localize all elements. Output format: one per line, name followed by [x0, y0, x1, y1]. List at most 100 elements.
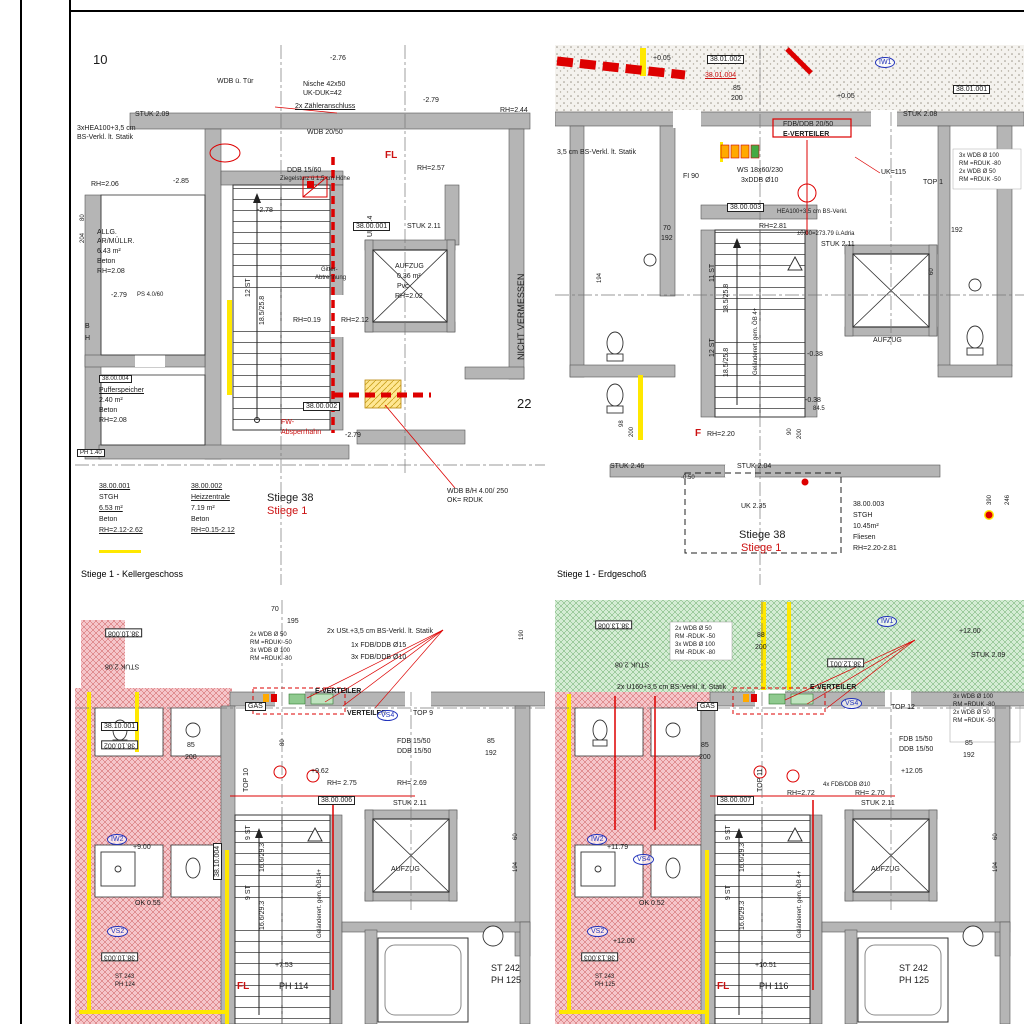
plan-label: RH=2.81: [759, 223, 787, 230]
plan-label: AUFZUG: [873, 337, 902, 344]
plan-label: RH=2.57: [417, 165, 445, 172]
plan-label: OK 0.55: [135, 900, 161, 907]
plan-label: Geländerert. gem. ÖB 4+: [797, 870, 803, 938]
plan-label: 194: [513, 861, 519, 872]
plan-label: Stiege 38: [739, 529, 786, 541]
plan-label: 38.10.002: [101, 740, 139, 750]
plan-label: 390: [987, 494, 993, 505]
plan-label: STUK 2.46: [610, 463, 645, 470]
plan-label: RH=2.08: [99, 417, 127, 424]
plan-label: 60: [513, 833, 519, 840]
plan-label: 90: [787, 428, 793, 435]
plan-label: ±0.00=273.79 ü.Adria: [797, 231, 855, 237]
plan-label: 0.36 m²: [397, 273, 421, 280]
plan-label: Pufferspeicher: [99, 387, 145, 394]
plan-label: -2.76: [330, 55, 346, 62]
plan-label: 38.00.001: [353, 222, 391, 232]
plan-label: TOP 1: [923, 179, 943, 186]
plan-label: 2x U160+3,5 cm BS-Verkl. lt. Statik: [617, 684, 727, 691]
plan-label: +12.05: [901, 768, 923, 775]
plan-label: 200: [731, 95, 743, 102]
plan-label: F: [695, 428, 702, 439]
plan-label: STUK 2.11: [393, 800, 427, 807]
plan-label: WDB B/H 4.00/ 250: [447, 488, 509, 495]
plan-label: 2x WDB Ø 50: [675, 626, 712, 632]
plan-label: STUK 2.09: [135, 111, 170, 118]
plan-label: 38.13.008: [595, 620, 633, 630]
plan-label: 4x FDB/DDB Ø10: [823, 782, 871, 788]
plan-label: 12 ST: [245, 278, 252, 297]
plan-label: -0.38: [807, 351, 823, 358]
plan-label: 9 ST: [245, 885, 252, 900]
plan-label: AUFZUG: [871, 866, 900, 873]
plan-label: DDB 15/50: [899, 746, 934, 753]
plan-label: GAS: [245, 702, 266, 712]
plan-label: VS4: [633, 854, 655, 866]
plan-label: Beton: [97, 258, 116, 265]
plan-label: RH=2.20: [707, 431, 735, 438]
plan-label: 9 ST: [725, 825, 732, 840]
plan-label: RM =RDUK -80: [953, 702, 995, 708]
plan-label: Beton: [191, 516, 210, 523]
plan-label: 3,5 cm BS-Verkl. lt. Statik: [557, 149, 636, 156]
plan-label: AUFZUG: [391, 866, 420, 873]
plan-label: RM -RDUK -50: [675, 634, 716, 640]
plan-label: 85: [487, 738, 495, 745]
plan-label: Abtrennung: [315, 275, 347, 281]
plan-label: 16.6/29.3: [259, 900, 266, 930]
plan-label: AUFZUG: [395, 263, 424, 270]
plan-label: 12 ST: [709, 338, 716, 357]
plan-label: STUK 2.08: [903, 111, 938, 118]
plan-label: FI 90: [683, 173, 699, 180]
plan-label: Heizzentrale: [191, 494, 230, 501]
plan-label: RH=2.02: [395, 293, 423, 300]
plan-label: VS4: [841, 698, 863, 710]
plan-label: H: [85, 335, 91, 342]
plan-label: STGH: [853, 512, 873, 519]
plan-label: 200: [699, 754, 711, 761]
plan-label: Beton: [99, 407, 118, 414]
plan-caption: Stiege 1 - Erdgeschoß: [557, 569, 647, 579]
plan-label: 38.10.003: [101, 952, 139, 962]
fl-marker: FL: [717, 981, 730, 992]
plan-label: 18.5/25.8: [723, 283, 730, 313]
plan-label: 9 ST: [725, 885, 732, 900]
sheet-frame-top: [69, 10, 1024, 12]
plan-label: TOP 12: [891, 704, 915, 711]
plan-label: B: [85, 323, 90, 330]
plan-label: +9.00: [133, 844, 151, 851]
plan-label: OK 0.52: [639, 900, 665, 907]
plan-label: PH 125: [491, 975, 522, 985]
plan-label: Ziegelsturz ü 1,5 cm Höhe: [280, 176, 351, 182]
plan-label: +9.62: [311, 768, 329, 775]
plan-label: 192: [951, 227, 963, 234]
plan-label: RM =RDUK -80: [250, 656, 292, 662]
plan-label: VS4: [377, 710, 399, 722]
plan-label: E-VERTEILER: [783, 131, 830, 138]
plan-label: RH= 2.69: [397, 780, 427, 787]
plan-label: IW2: [107, 834, 128, 846]
plan-label: 38.01.002: [707, 55, 745, 65]
plan-label: OK= RDUK: [447, 497, 483, 504]
plan-label: FDB 15/50: [899, 736, 933, 743]
plan-label: 192: [661, 235, 673, 242]
plan-label: -2.79: [423, 97, 439, 104]
plan-label: WS 18x60/230: [737, 167, 783, 174]
plan-label: 3x WDB Ø 100: [959, 153, 1000, 159]
plan-label: RH= 2.75: [327, 780, 357, 787]
plan-label: 38.00.004: [99, 375, 132, 384]
plan-label: Beton: [99, 516, 118, 523]
plan-label: -2.79: [345, 432, 361, 439]
plan-label: TOP 10: [243, 768, 250, 792]
plan-label: 80: [80, 214, 86, 221]
sheet-frame-left-outer: [20, 0, 22, 1024]
plan-label: 2x WDB Ø 50: [953, 710, 990, 716]
plan-caption: Stiege 1 - Kellergeschoss: [81, 569, 184, 579]
plan-label: PS 4.0/60: [137, 292, 164, 298]
plan-label: Geländerert. gem. ÖB 4+: [753, 307, 759, 375]
plan-label: 70: [271, 606, 279, 613]
